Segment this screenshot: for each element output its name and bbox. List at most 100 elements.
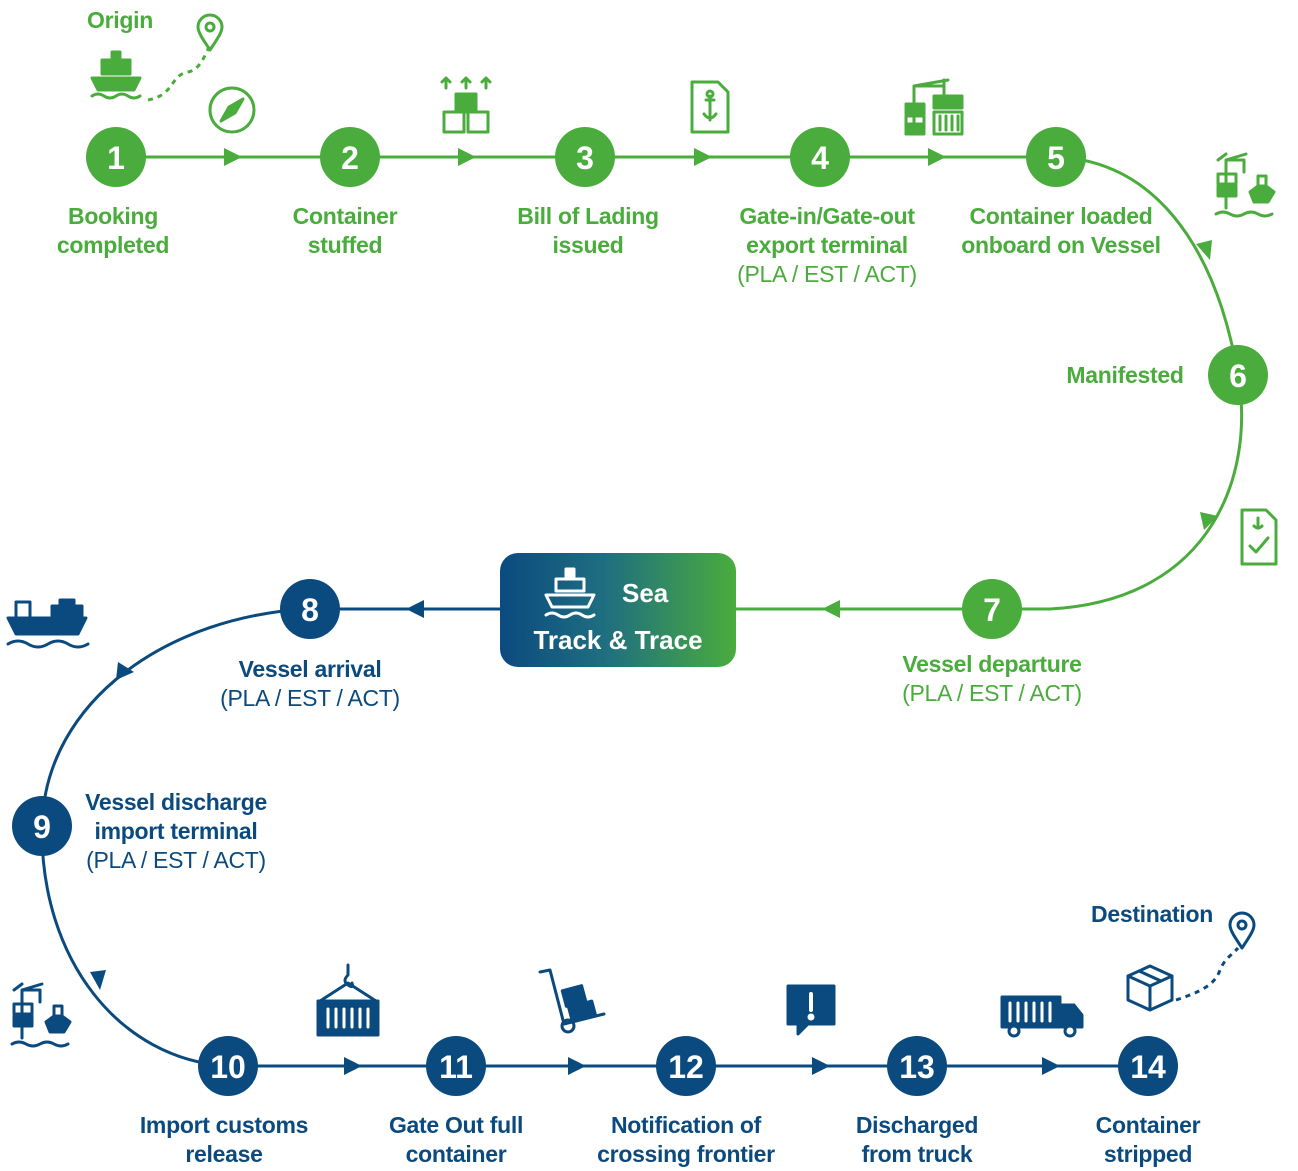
step-7-circle[interactable]: 7 bbox=[962, 579, 1022, 639]
step-number: 3 bbox=[576, 140, 594, 176]
step-13-label: Discharged from truck bbox=[855, 1111, 979, 1169]
step-label-line: Container loaded bbox=[969, 203, 1153, 229]
arrow-10-11 bbox=[344, 1057, 362, 1075]
step-circle-shape bbox=[426, 1036, 486, 1096]
step-label-line: Booking bbox=[68, 203, 158, 229]
step-label-line: stuffed bbox=[307, 232, 383, 258]
ship-icon bbox=[90, 50, 142, 100]
step-8-circle[interactable]: 8 bbox=[280, 579, 340, 639]
step-5-circle[interactable]: 5 bbox=[1026, 127, 1086, 187]
step-label-line: Gate-in/Gate-out bbox=[739, 203, 915, 229]
step-label-line: release bbox=[185, 1141, 263, 1167]
arrow-13-14 bbox=[1042, 1057, 1060, 1075]
step-circle-shape bbox=[555, 127, 615, 187]
step-label-line: Discharged bbox=[855, 1112, 979, 1138]
step-label-line: Manifested bbox=[1066, 362, 1184, 388]
step-circle-shape bbox=[962, 579, 1022, 639]
step-9-circle[interactable]: 9 bbox=[12, 796, 72, 856]
step-label-line: export terminal bbox=[746, 232, 908, 258]
step-circle-shape bbox=[320, 127, 380, 187]
document-check-icon bbox=[1240, 508, 1278, 566]
step-label-line: import terminal bbox=[94, 818, 258, 844]
step-14-circle[interactable]: 14 bbox=[1118, 1036, 1178, 1096]
step-circle-shape bbox=[12, 796, 72, 856]
step-13-circle[interactable]: 13 bbox=[887, 1036, 947, 1096]
arrow-12-13 bbox=[812, 1057, 830, 1075]
step-label-status: (PLA / EST / ACT) bbox=[737, 261, 917, 287]
step-label-line: Vessel discharge bbox=[85, 789, 267, 815]
step-2-circle[interactable]: 2 bbox=[320, 127, 380, 187]
step-8-label: Vessel arrival(PLA / EST / ACT) bbox=[220, 655, 400, 713]
arrow-2-3 bbox=[458, 148, 476, 166]
sea-track-trace-hub[interactable]: Sea Track & Trace bbox=[500, 553, 736, 667]
green-arrows bbox=[224, 148, 1218, 618]
step-label-line: Gate Out full bbox=[388, 1112, 524, 1138]
step-6-circle[interactable]: 6 bbox=[1208, 345, 1268, 405]
arrow-1-2 bbox=[224, 148, 242, 166]
step-number: 9 bbox=[33, 809, 51, 845]
step-10-label: Import customs release bbox=[139, 1111, 309, 1169]
ship-icon bbox=[544, 567, 596, 619]
port-crane-ship-icon bbox=[1214, 152, 1276, 218]
step-circle-shape bbox=[790, 127, 850, 187]
step-11-circle[interactable]: 11 bbox=[426, 1036, 486, 1096]
step-12-circle[interactable]: 12 bbox=[656, 1036, 716, 1096]
location-pin-icon bbox=[196, 13, 224, 52]
hand-truck-icon bbox=[538, 968, 606, 1034]
step-number: 12 bbox=[668, 1049, 704, 1085]
step-number: 11 bbox=[439, 1049, 473, 1085]
blue-arrows bbox=[90, 600, 1060, 1075]
step-circle-shape bbox=[656, 1036, 716, 1096]
step-circle-shape bbox=[280, 579, 340, 639]
terminal-crane-icon bbox=[904, 78, 964, 136]
step-10-circle[interactable]: 10 bbox=[198, 1036, 258, 1096]
step-number: 8 bbox=[301, 592, 319, 628]
step-3-circle[interactable]: 3 bbox=[555, 127, 615, 187]
step-label-line: stripped bbox=[1103, 1141, 1193, 1167]
step-label-line: Notification of bbox=[610, 1112, 762, 1138]
step-label-line: Container bbox=[292, 203, 398, 229]
location-pin-icon bbox=[1228, 911, 1256, 950]
step-label-line: Container bbox=[1095, 1112, 1201, 1138]
step-label-line: issued bbox=[552, 232, 624, 258]
step-number: 10 bbox=[210, 1049, 246, 1085]
step-11-label: Gate Out full container bbox=[389, 1111, 523, 1169]
arrow-5-6 bbox=[1196, 240, 1212, 260]
step-2-label: Container stuffed bbox=[293, 202, 398, 260]
step-1-circle[interactable]: 1 bbox=[86, 127, 146, 187]
step-4-circle[interactable]: 4 bbox=[790, 127, 850, 187]
step-label-line: crossing frontier bbox=[597, 1141, 775, 1167]
step-label-line: Vessel arrival bbox=[238, 656, 382, 682]
step-circle-shape bbox=[1118, 1036, 1178, 1096]
compass-icon bbox=[208, 86, 256, 134]
hub-title: Sea bbox=[622, 578, 669, 608]
arrow-3-4 bbox=[694, 148, 712, 166]
step-circle-shape bbox=[1208, 345, 1268, 405]
alert-message-icon bbox=[786, 984, 836, 1036]
arrow-6-7 bbox=[1200, 512, 1218, 530]
step-number: 4 bbox=[811, 140, 829, 176]
step-label-line: container bbox=[405, 1141, 507, 1167]
step-number: 14 bbox=[1130, 1049, 1166, 1085]
step-circle-shape bbox=[198, 1036, 258, 1096]
step-label-line: Import customs bbox=[139, 1112, 309, 1138]
arrow-4-5 bbox=[928, 148, 946, 166]
origin-label: Origin bbox=[87, 7, 153, 33]
step-12-label: Notification of crossing frontier bbox=[597, 1111, 775, 1169]
anchor-document-icon bbox=[690, 80, 730, 134]
step-label-status: (PLA / EST / ACT) bbox=[902, 680, 1082, 706]
step-circle-shape bbox=[1026, 127, 1086, 187]
package-icon bbox=[1126, 964, 1174, 1012]
step-circle-shape bbox=[887, 1036, 947, 1096]
step-6-label: Manifested bbox=[1066, 361, 1183, 390]
step-label-line: from truck bbox=[861, 1141, 973, 1167]
arrow-8-9 bbox=[116, 662, 134, 680]
step-number: 2 bbox=[341, 140, 359, 176]
step-number: 7 bbox=[983, 592, 1001, 628]
step-number: 1 bbox=[107, 140, 125, 176]
